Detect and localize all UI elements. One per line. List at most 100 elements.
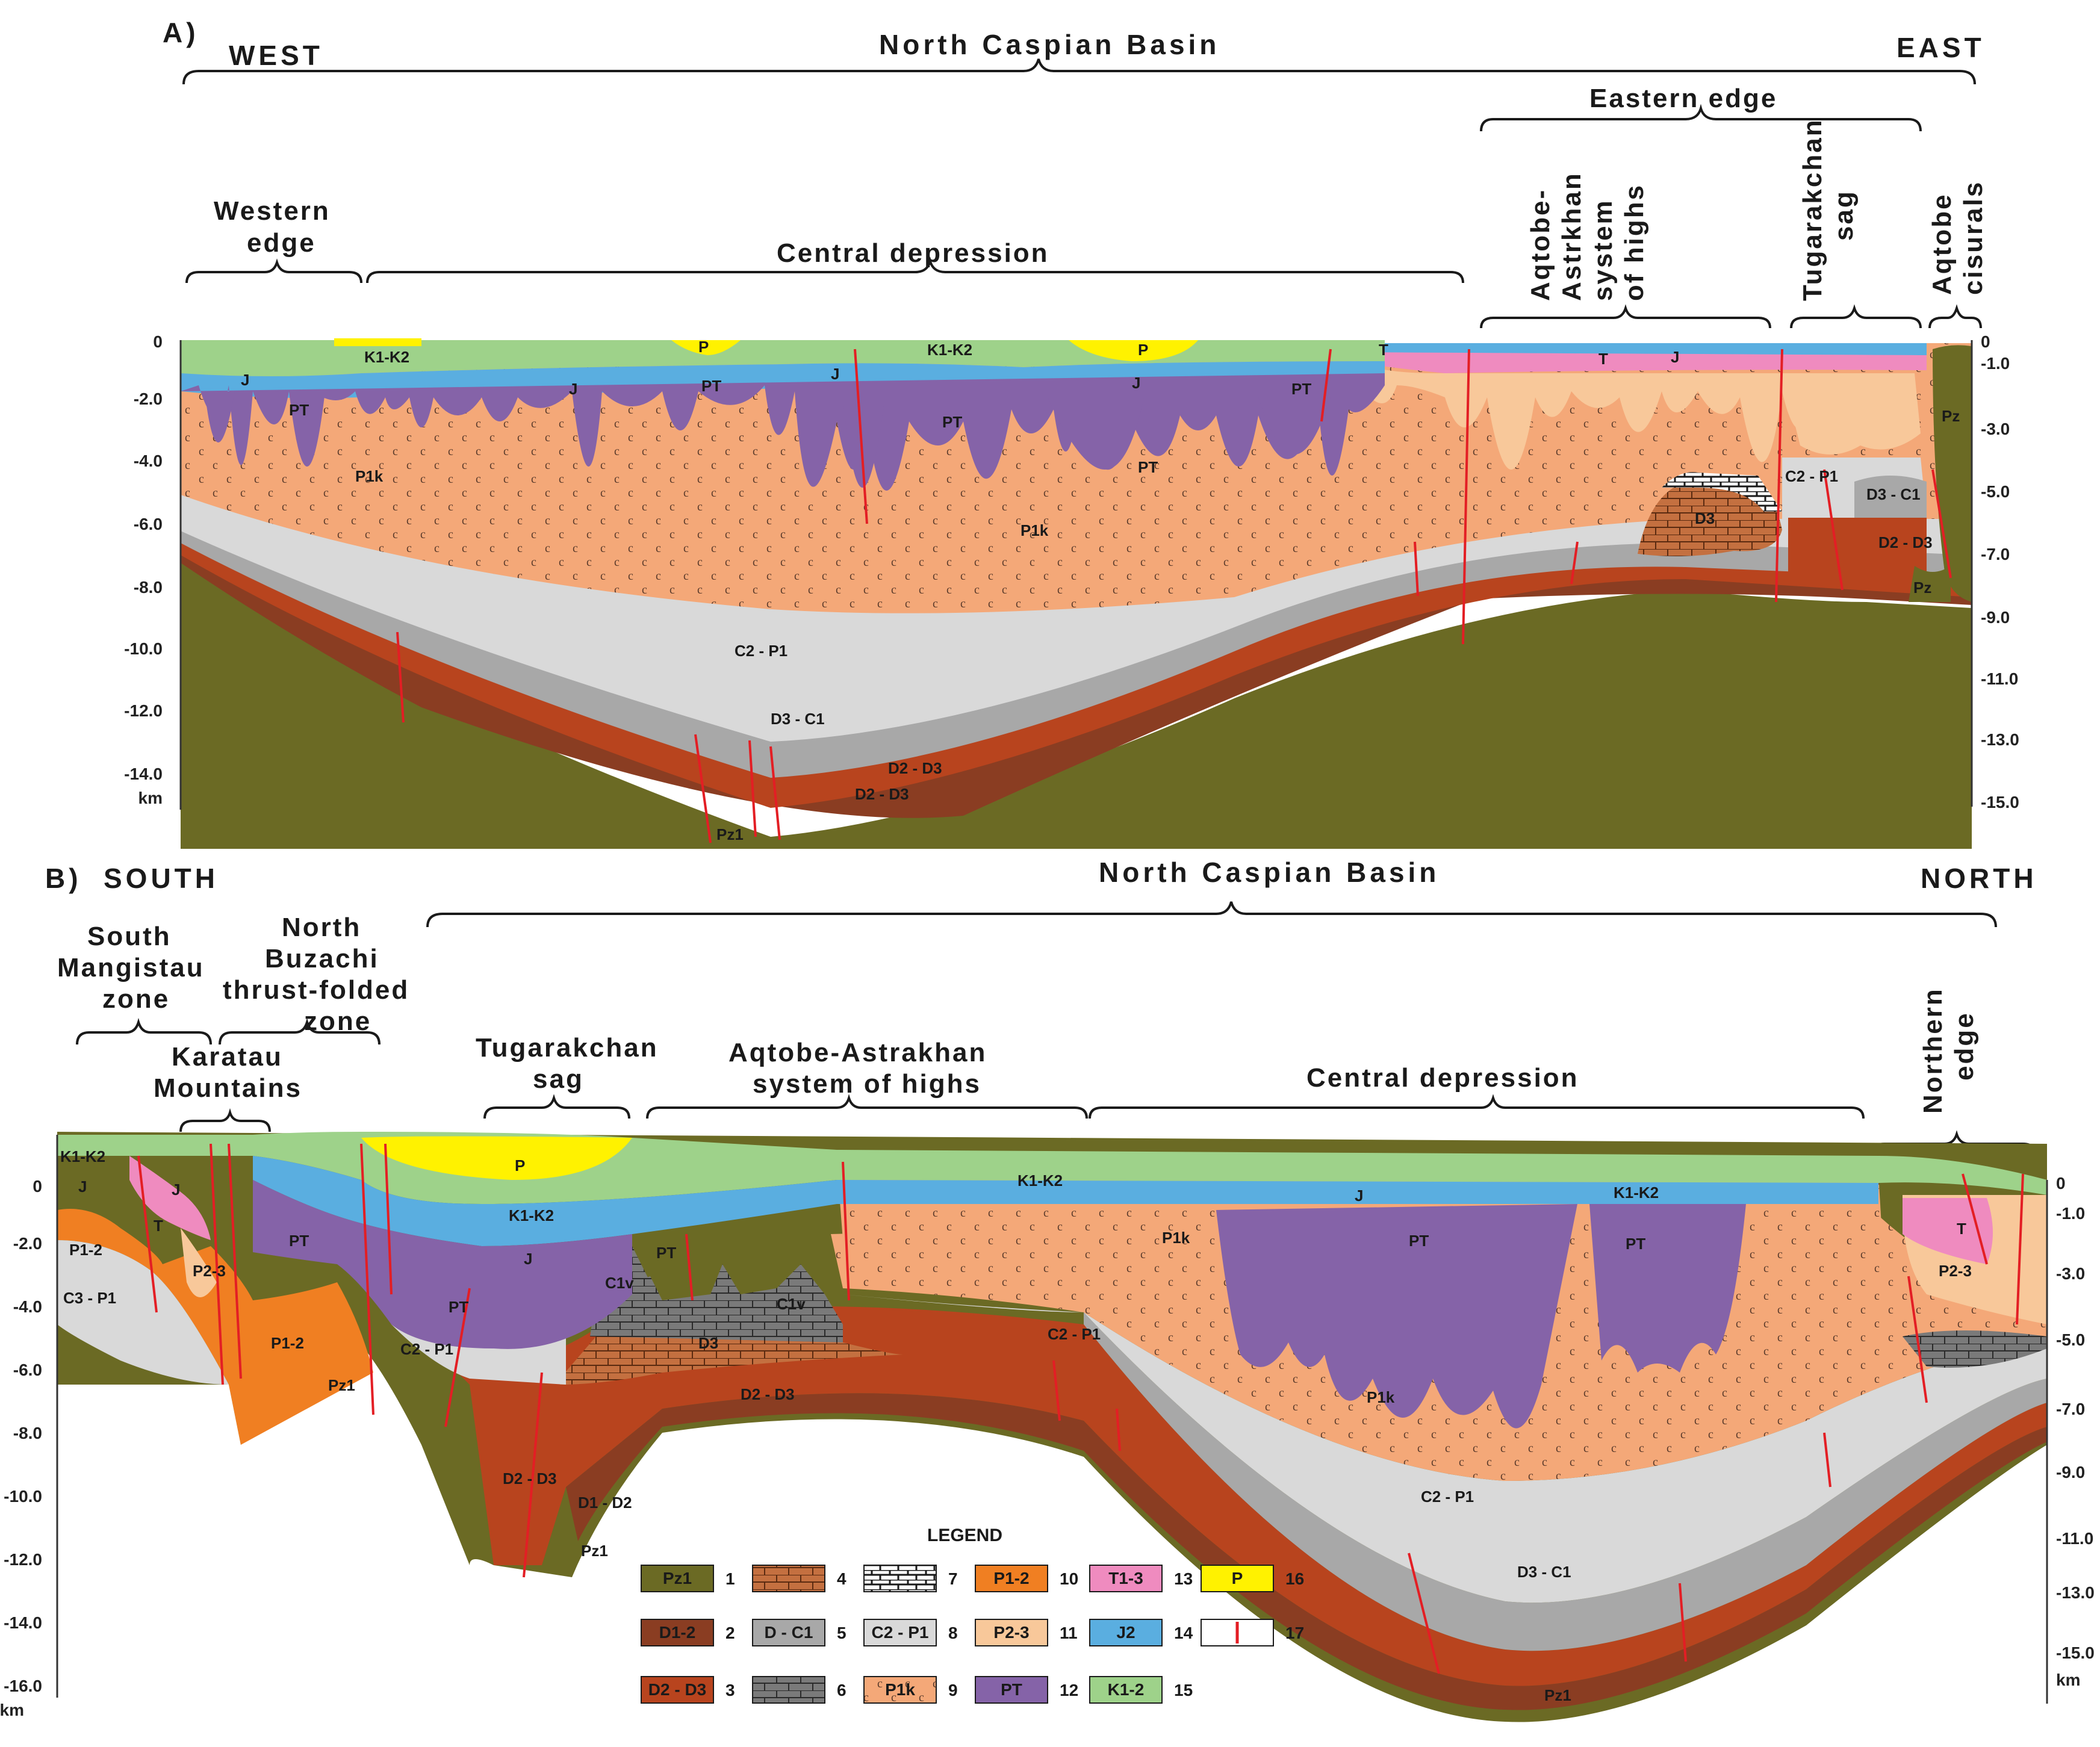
svg-text:0: 0 — [153, 332, 163, 351]
svg-text:edge: edge — [1949, 1011, 1979, 1081]
brace-south-mangistau — [76, 1017, 212, 1045]
legend-number-12: 12 — [1060, 1681, 1078, 1699]
svg-text:PT: PT — [1291, 380, 1311, 398]
svg-text:-9.0: -9.0 — [2056, 1463, 2085, 1482]
svg-text:K1-K2: K1-K2 — [1017, 1171, 1063, 1190]
svg-text:C2 - P1: C2 - P1 — [1421, 1488, 1474, 1506]
svg-text:D3: D3 — [698, 1334, 718, 1352]
svg-text:D2 - D3: D2 - D3 — [503, 1469, 557, 1488]
svg-text:-2.0: -2.0 — [13, 1234, 42, 1253]
svg-text:Pz: Pz — [1913, 579, 1931, 597]
tugarakchan-b-label-2: sag — [533, 1064, 584, 1094]
svg-text:-4.0: -4.0 — [134, 451, 163, 470]
legend-label-5: D - C1 — [765, 1623, 813, 1642]
aqtobe-b-label-1: Aqtobe-Astrakhan — [728, 1038, 987, 1067]
legend-label-13: T1-3 — [1108, 1569, 1143, 1587]
svg-text:K1-K2: K1-K2 — [927, 341, 972, 359]
svg-text:Pz1: Pz1 — [581, 1542, 608, 1560]
svg-text:T: T — [1598, 350, 1608, 368]
legend-item-3: D2 - D3 3 — [641, 1676, 735, 1704]
svg-text:Northern: Northern — [1918, 987, 1948, 1114]
svg-text:sag: sag — [1829, 190, 1859, 241]
svg-text:-16.0: -16.0 — [4, 1677, 42, 1695]
svg-text:P: P — [515, 1156, 525, 1174]
svg-text:C2 - P1: C2 - P1 — [400, 1340, 453, 1358]
svg-text:D3 - C1: D3 - C1 — [1517, 1563, 1571, 1581]
legend-item-12: PT 12 — [975, 1676, 1078, 1704]
legend-swatch-8 — [863, 1619, 937, 1646]
svg-text:P1k: P1k — [355, 467, 384, 485]
svg-text:0: 0 — [33, 1177, 42, 1196]
aqtobe-cisurals-rotated-label: Aqtobe cisurals — [1927, 181, 1988, 295]
legend-swatch-6 — [752, 1676, 825, 1704]
svg-text:Pz: Pz — [1942, 407, 1960, 425]
section-b-geology — [57, 1132, 2047, 1722]
svg-text:Astrkhan: Astrkhan — [1557, 172, 1586, 301]
legend-swatch-7 — [863, 1565, 937, 1592]
legend-label-12: PT — [1001, 1680, 1022, 1699]
svg-text:J: J — [831, 365, 839, 383]
legend-number-11: 11 — [1060, 1624, 1078, 1642]
legend-swatch-2 — [641, 1619, 714, 1646]
legend-number-9: 9 — [948, 1681, 958, 1699]
legend-number-3: 3 — [725, 1681, 735, 1699]
svg-text:D2 - D3: D2 - D3 — [888, 759, 942, 777]
svg-text:J: J — [78, 1178, 87, 1196]
brace-basin-b — [426, 901, 1997, 928]
svg-text:-10.0: -10.0 — [124, 639, 163, 658]
svg-text:K1-K2: K1-K2 — [60, 1147, 105, 1165]
nb-label-1: North — [282, 913, 361, 942]
section-a-geology — [181, 338, 1972, 849]
legend-number-15: 15 — [1174, 1681, 1193, 1699]
svg-text:C1v: C1v — [605, 1274, 634, 1292]
legend-item-4: 4 — [752, 1565, 847, 1592]
svg-text:K1-K2: K1-K2 — [1614, 1184, 1659, 1202]
svg-text:-14.0: -14.0 — [124, 765, 163, 783]
brace-karatau — [179, 1108, 271, 1132]
legend-swatch-10 — [975, 1565, 1048, 1592]
right-axis-ticks-a: 0 -1.0 -3.0 -5.0 -7.0 -9.0 -11.0 -13.0 -… — [1981, 332, 2019, 811]
formation-labels-a: K1-K2 J J J J K1-K2 P P PT PT PT PT PT P… — [241, 338, 1960, 843]
svg-text:T: T — [1379, 341, 1388, 359]
svg-text:D3 - C1: D3 - C1 — [1866, 485, 1921, 503]
svg-text:C2 - P1: C2 - P1 — [735, 642, 788, 660]
svg-text:-15.0: -15.0 — [2056, 1643, 2095, 1662]
east-label: EAST — [1897, 32, 1985, 63]
nb-label-2: Buzachi — [265, 944, 379, 973]
western-edge-label-2: edge — [247, 228, 316, 258]
svg-text:-8.0: -8.0 — [134, 578, 163, 597]
aqtobe-b-label-2: system of highs — [753, 1069, 981, 1099]
legend-number-7: 7 — [948, 1569, 958, 1588]
legend-swatch-16 — [1201, 1565, 1274, 1592]
svg-text:D2 - D3: D2 - D3 — [741, 1385, 795, 1403]
svg-text:PT: PT — [1409, 1232, 1429, 1250]
section-b: B) SOUTH NORTH North Caspian Basin South… — [0, 857, 2095, 1722]
legend-number-16: 16 — [1285, 1569, 1304, 1588]
legend-swatch-9 — [863, 1676, 937, 1704]
svg-text:J: J — [569, 380, 577, 398]
svg-text:km: km — [2056, 1671, 2080, 1689]
legend-number-2: 2 — [725, 1624, 735, 1642]
legend-item-17: 17 — [1201, 1619, 1304, 1646]
basin-label-b: North Caspian Basin — [1099, 857, 1440, 888]
svg-text:-3.0: -3.0 — [2056, 1264, 2085, 1283]
svg-text:Pz1: Pz1 — [328, 1376, 355, 1394]
svg-text:-13.0: -13.0 — [1981, 730, 2019, 749]
legend-number-10: 10 — [1060, 1569, 1078, 1588]
svg-text:Aqtobe-: Aqtobe- — [1526, 188, 1555, 301]
brace-central-a — [366, 256, 1464, 284]
legend-swatch-1 — [641, 1565, 714, 1592]
svg-text:K1-K2: K1-K2 — [509, 1206, 554, 1224]
svg-text:PT: PT — [449, 1298, 468, 1316]
west-label: WEST — [229, 40, 323, 71]
svg-text:J: J — [524, 1250, 532, 1268]
legend-swatch-4 — [752, 1565, 825, 1592]
legend-number-5: 5 — [837, 1624, 847, 1642]
legend-label-3: D2 - D3 — [648, 1680, 706, 1699]
karatau-label-1: Karatau — [172, 1042, 283, 1072]
svg-text:-7.0: -7.0 — [1981, 545, 2010, 563]
legend-swatch-14 — [1089, 1619, 1163, 1646]
